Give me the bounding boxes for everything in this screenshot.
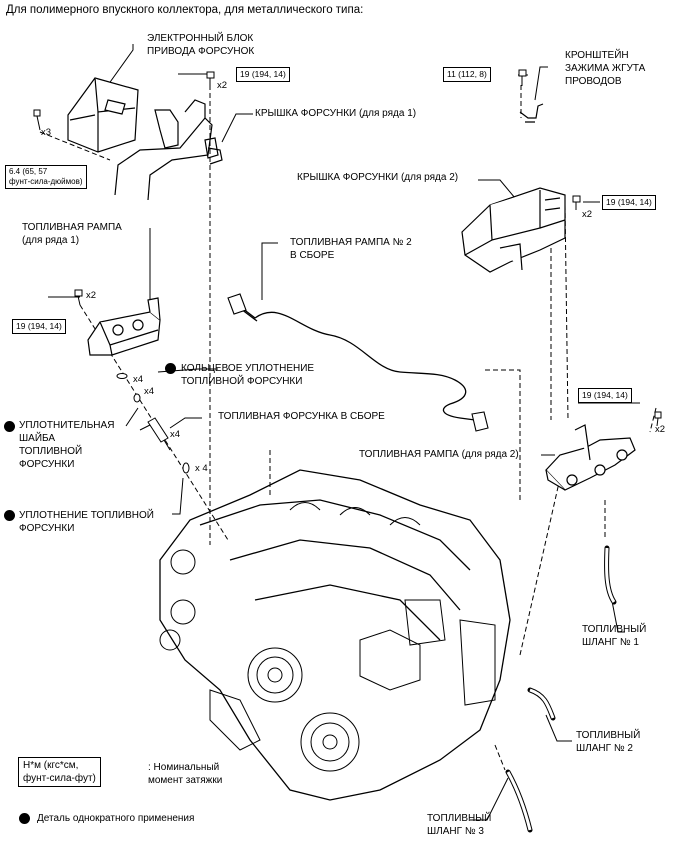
washer-label-line3: ТОПЛИВНОЙ <box>19 446 83 457</box>
torque-cover2: 19 (194, 14) <box>602 195 656 210</box>
rail2asm-label-line2: В СБОРЕ <box>290 250 335 261</box>
torque-rail2: 19 (194, 14) <box>578 388 632 403</box>
hose2-label-line2: ШЛАНГ № 2 <box>576 743 633 754</box>
cover1-label: КРЫШКА ФОРСУНКИ (для ряда 1) <box>255 108 417 119</box>
legend-single-use-label: Деталь однократного применения <box>37 813 195 824</box>
rail2-label: ТОПЛИВНАЯ РАМПА (для ряда 2) <box>359 449 519 460</box>
injector-label: ТОПЛИВНАЯ ФОРСУНКА В СБОРЕ <box>218 411 385 422</box>
torque-ecu-side-line1: 6.4 (65, 57 <box>9 167 48 176</box>
hose1-label-line1: ТОПЛИВНЫЙ <box>582 624 647 635</box>
hose3-label-line1: ТОПЛИВНЫЙ <box>427 813 492 824</box>
rail1-label-line1: ТОПЛИВНАЯ РАМПА <box>22 222 122 233</box>
legend-torque-desc-line2: момент затяжки <box>148 775 223 786</box>
legend-torque-box-line2: фунт-сила-фут) <box>23 773 96 784</box>
rail2asm-label-line1: ТОПЛИВНАЯ РАМПА № 2 <box>290 237 412 248</box>
page-title: Для полимерного впускного коллектора, дл… <box>6 4 364 16</box>
torque-ecu-top: 19 (194, 14) <box>236 67 290 82</box>
hose1-label-line2: ШЛАНГ № 1 <box>582 637 639 648</box>
torque-ecu-side-line2: фунт-сила-дюймов) <box>9 177 83 186</box>
torque-ecu-side: 6.4 (65, 57 фунт-сила-дюймов) <box>5 165 87 189</box>
washer-label-line4: ФОРСУНКИ <box>19 459 75 470</box>
seal-label-line2: ФОРСУНКИ <box>19 523 75 534</box>
rail1-label-line2: (для ряда 1) <box>22 235 80 246</box>
bracket-label-line3: ПРОВОДОВ <box>565 76 622 87</box>
oring-label-line2: ТОПЛИВНОЙ ФОРСУНКИ <box>181 376 303 387</box>
bracket-label-line1: КРОНШТЕЙН <box>565 50 629 61</box>
single-use-marker-washer <box>4 421 15 432</box>
single-use-marker-seal <box>4 510 15 521</box>
mult-ecu-top: x2 <box>217 80 228 91</box>
washer-label-line2: ШАЙБА <box>19 433 56 444</box>
seal-label-line1: УПЛОТНЕНИЕ ТОПЛИВНОЙ <box>19 510 154 521</box>
bracket-label-line2: ЗАЖИМА ЖГУТА <box>565 63 646 74</box>
mult-washer: x4 <box>144 386 155 397</box>
torque-rail1: 19 (194, 14) <box>12 319 66 334</box>
mult-seal: x 4 <box>195 463 208 474</box>
torque-bracket: 11 (112, 8) <box>443 67 491 82</box>
mult-cover2: x2 <box>582 209 593 220</box>
mult-rail2: x2 <box>655 424 666 435</box>
oring-label-line1: КОЛЬЦЕВОЕ УПЛОТНЕНИЕ <box>181 363 315 374</box>
hose2-label-line1: ТОПЛИВНЫЙ <box>576 730 641 741</box>
mult-oring: x4 <box>133 374 144 385</box>
mult-rail1: x2 <box>86 290 97 301</box>
mult-ecu-side: x3 <box>41 127 52 138</box>
hose3-label-line2: ШЛАНГ № 3 <box>427 826 484 837</box>
ecu-label-line2: ПРИВОДА ФОРСУНОК <box>147 46 255 57</box>
legend-single-use-marker <box>19 813 30 824</box>
legend-torque-desc-line1: : Номинальный <box>148 762 220 773</box>
single-use-marker-oring <box>165 363 176 374</box>
mult-injector: x4 <box>170 429 181 440</box>
washer-label-line1: УПЛОТНИТЕЛЬНАЯ <box>19 420 115 431</box>
legend-torque-box: Н*м (кгс*см, фунт-сила-фут) <box>18 757 101 787</box>
legend-torque-box-line1: Н*м (кгс*см, <box>23 760 79 771</box>
ecu-label-line1: ЭЛЕКТРОННЫЙ БЛОК <box>147 33 254 44</box>
cover2-label: КРЫШКА ФОРСУНКИ (для ряда 2) <box>297 172 459 183</box>
